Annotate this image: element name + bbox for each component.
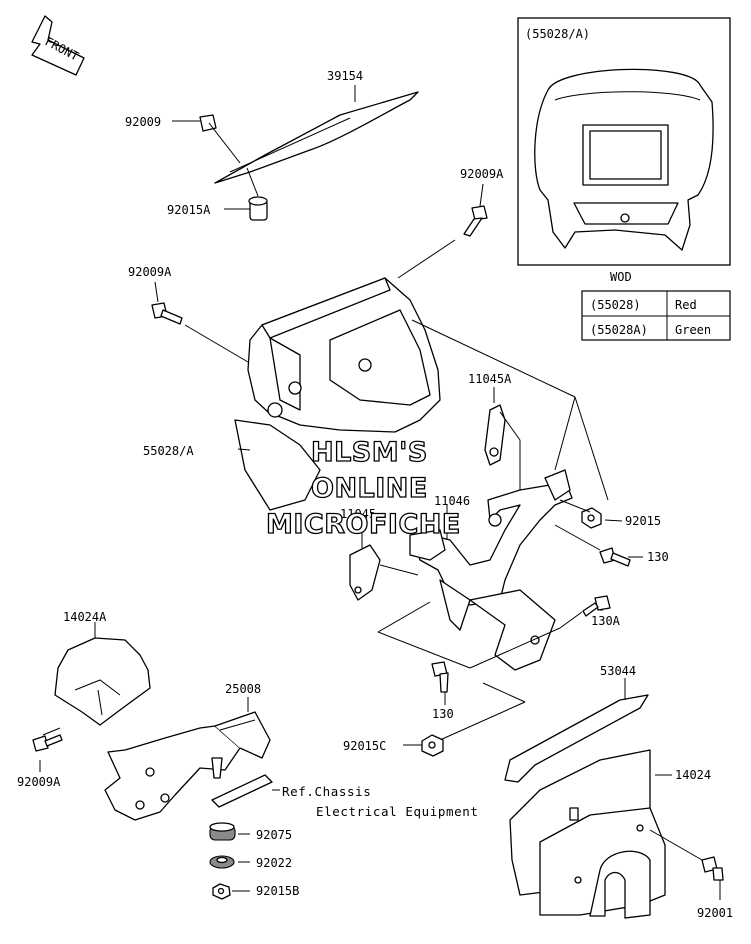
label-92009A-left: 92009A (128, 265, 172, 279)
label-92001: 92001 (697, 906, 733, 920)
label-130-a: 130 (647, 550, 669, 564)
label-92015B: 92015B (256, 884, 299, 898)
label-92009A-bottom: 92009A (17, 775, 61, 789)
watermark-line-2: ONLINE (311, 473, 428, 504)
ref-strap-part (211, 774, 273, 808)
cover-14024A-part (54, 637, 151, 726)
label-92009: 92009 (125, 115, 161, 129)
bracket-25008-part (104, 711, 271, 821)
cover-14024-part (509, 749, 666, 919)
label-92015A: 92015A (167, 203, 211, 217)
color-table-part-1: (55028) (590, 298, 641, 312)
label-11046: 11046 (434, 494, 470, 508)
windshield-part (214, 91, 419, 184)
label-92075: 92075 (256, 828, 292, 842)
nut-92015-icon (581, 507, 602, 529)
bolt-130A-icon (582, 595, 611, 617)
label-55028A: 55028/A (143, 444, 194, 458)
color-table-color-2: Green (675, 323, 711, 337)
color-table-color-1: Red (675, 298, 697, 312)
watermark-line-3: MICROFICHE (266, 509, 461, 540)
inset-box: (55028/A) WOD (517, 17, 731, 284)
label-14024A: 14024A (63, 610, 107, 624)
inset-caption: WOD (610, 270, 632, 284)
inset-cowl-icon (534, 68, 714, 251)
collar-92022-icon (209, 855, 235, 869)
grommet-92075-icon (209, 822, 236, 841)
headlight-cowl-part (234, 277, 441, 511)
bolt-92009A-right-icon (463, 205, 488, 237)
bolt-130-a-icon (599, 547, 631, 567)
label-130A: 130A (591, 614, 621, 628)
ref-electrical-label: Electrical Equipment (316, 804, 479, 819)
label-39154: 39154 (327, 69, 363, 83)
label-92015: 92015 (625, 514, 661, 528)
bolt-130-b-icon (431, 661, 449, 693)
inset-title: (55028/A) (525, 27, 590, 41)
ref-chassis-label: Ref.Chassis (282, 784, 371, 799)
bolt-92009A-left-icon (151, 302, 183, 325)
grommet-92015A-icon (248, 196, 268, 221)
label-14024: 14024 (675, 768, 711, 782)
label-11045: 11045 (340, 507, 376, 521)
label-130-b: 130 (432, 707, 454, 721)
label-92015C: 92015C (343, 739, 386, 753)
watermark-line-1: HLSM'S (311, 437, 428, 468)
front-arrow-icon: FRONT (31, 15, 85, 76)
label-92022: 92022 (256, 856, 292, 870)
label-25008: 25008 (225, 682, 261, 696)
bolt-92001-icon (701, 856, 724, 881)
screw-92009-icon (199, 114, 241, 164)
color-table: (55028) Red (55028A) Green (581, 290, 731, 341)
nut-92015C-icon (421, 734, 444, 757)
label-11045A: 11045A (468, 372, 512, 386)
color-table-part-2: (55028A) (590, 323, 648, 337)
label-92009A-right: 92009A (460, 167, 504, 181)
headlight-bracket-part (349, 404, 573, 671)
label-53044: 53044 (600, 664, 636, 678)
bolt-92009A-bottom-icon (32, 734, 63, 752)
nut-92015B-icon (212, 883, 231, 900)
